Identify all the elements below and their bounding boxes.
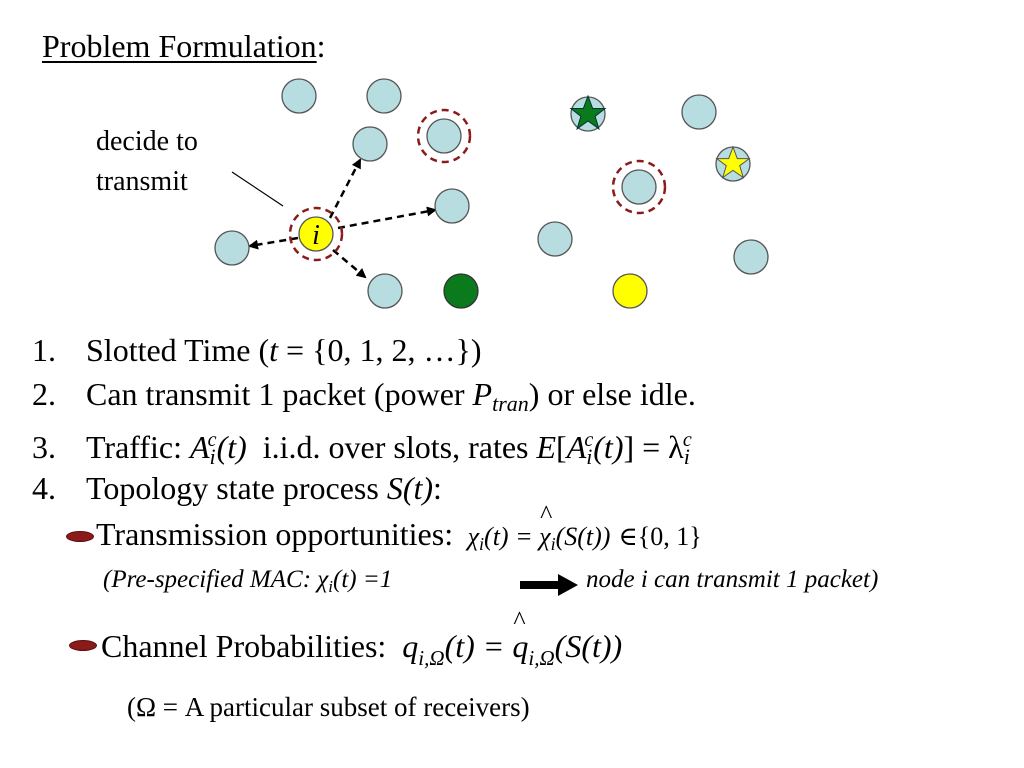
arrow-right [337, 206, 437, 230]
omega-note: (Ω = A particular subset of receivers) [127, 692, 530, 722]
channel-probabilities-line: Channel Probabilities: qi,Ω(t) = qi,Ω(S(… [101, 606, 622, 671]
yellow-star-icon [715, 145, 751, 179]
node [537, 221, 573, 257]
transmitter-node [298, 216, 334, 252]
green-node [443, 273, 479, 309]
bullet-icon [66, 531, 94, 542]
node [352, 126, 388, 162]
list-item-4: 4.Topology state process S(t): [32, 470, 442, 506]
transmission-opportunities-line: Transmission opportunities: χi(t) = χi(S… [96, 500, 702, 555]
decide-to-transmit-label: decide to transmit [96, 126, 198, 197]
mac-note: (Pre-specified MAC: χi(t) =1 [103, 566, 393, 596]
mac-note-result: node i can transmit 1 packet) [586, 566, 879, 593]
callout-line [231, 171, 284, 207]
bullet-icon [69, 640, 97, 651]
transmitter-ring [288, 206, 344, 262]
network-diagram: i [214, 78, 769, 309]
node [214, 230, 250, 266]
selected-ring [611, 159, 667, 215]
node [366, 78, 402, 114]
node [426, 118, 462, 154]
yellow-node [612, 273, 648, 309]
implies-arrow-icon [520, 574, 578, 596]
green-star-icon [569, 94, 607, 131]
list-item-2: 2.Can transmit 1 packet (power Ptran) or… [32, 376, 696, 416]
slide-title: Problem Formulation: [42, 28, 326, 64]
list-item-3: 3.Traffic: Aic(t) i.i.d. over slots, rat… [32, 429, 692, 469]
node [681, 94, 717, 130]
selected-ring [416, 108, 472, 164]
arrow-up [328, 158, 362, 219]
node [434, 188, 470, 224]
node [621, 169, 657, 205]
node [733, 239, 769, 275]
list-item-1: 1.Slotted Time (t = {0, 1, 2, …}) [32, 332, 482, 368]
arrow-down [332, 249, 367, 279]
node-i-label: i [312, 220, 320, 251]
node [281, 78, 317, 114]
arrow-left [248, 236, 299, 250]
node [367, 273, 403, 309]
